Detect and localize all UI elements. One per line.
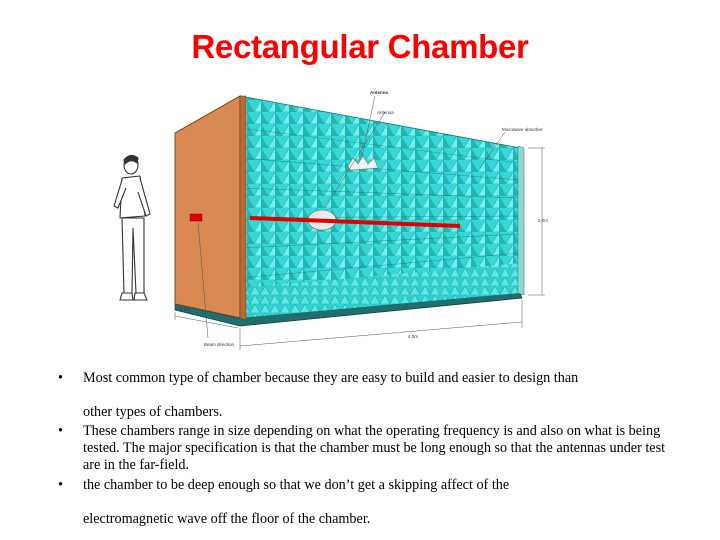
- bullet-list: • Most common type of chamber because th…: [58, 370, 668, 528]
- bullet-dot: •: [58, 423, 63, 439]
- side-antenna: [189, 213, 203, 222]
- beam: [250, 216, 460, 228]
- bullet-text-line1: the chamber to be deep enough so that we…: [83, 477, 510, 493]
- bullet-item: • Most common type of chamber because th…: [58, 370, 668, 421]
- bullet-text-line1: Most common type of chamber because they…: [83, 370, 579, 386]
- bullet-text: These chambers range in size depending o…: [83, 423, 666, 473]
- label-microwave-absorber: Microwave absorber: [502, 127, 543, 132]
- label-antenna-top: Antenna: [370, 90, 388, 95]
- label-height: 2,0m: [538, 218, 548, 223]
- label-width: 2,0m: [180, 307, 190, 312]
- bullet-text-line2: other types of chambers.: [83, 404, 223, 420]
- label-antenna: Antenna: [377, 110, 394, 115]
- chamber-illustration: Antenna Antenna Microwave absorber 2,0m …: [100, 88, 570, 360]
- bullet-dot: •: [58, 477, 63, 493]
- bullet-dot: •: [58, 370, 63, 386]
- chamber-side-wall: [174, 95, 241, 319]
- slide-title: Rectangular Chamber: [191, 28, 529, 65]
- bullet-item: • These chambers range in size depending…: [58, 423, 668, 474]
- absorber-floor: [240, 263, 520, 318]
- ceiling-antenna: [347, 155, 379, 171]
- person-figure: [113, 154, 151, 301]
- bullet-text-line2: electromagnetic wave off the floor of th…: [83, 511, 371, 527]
- label-length: 4,0m: [408, 334, 418, 339]
- bullet-item: • the chamber to be deep enough so that …: [58, 477, 668, 528]
- label-beam-direction: Beam direction: [204, 342, 235, 347]
